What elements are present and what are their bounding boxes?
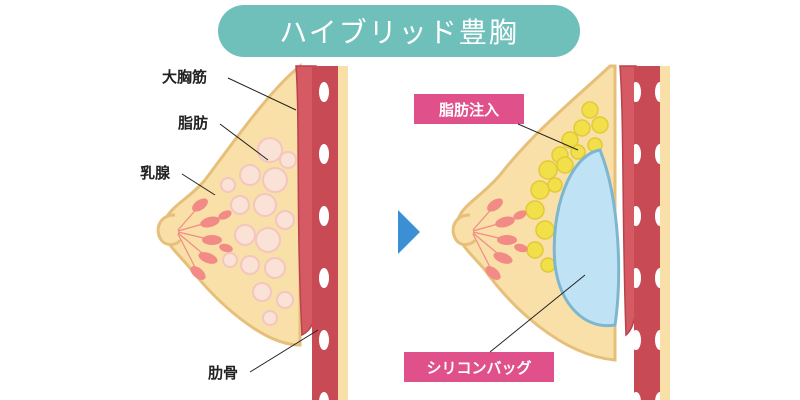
right-silicone-implant	[552, 148, 621, 328]
leader-silicone-bag	[489, 274, 586, 353]
left-breast	[156, 62, 348, 400]
leader-fat	[219, 123, 269, 161]
left-ribs	[312, 66, 340, 400]
label-fat-injection: 脂肪注入	[439, 101, 499, 119]
title-banner: ハイブリッド豊胸	[218, 5, 580, 57]
left-nipple	[156, 213, 182, 247]
right-ribs	[634, 66, 662, 400]
label-fat: 脂肪	[178, 114, 208, 132]
left-back-skin	[338, 66, 348, 400]
label-mammary: 乳腺	[140, 164, 171, 182]
leader-fat-injection	[517, 123, 579, 151]
right-breast	[451, 64, 670, 400]
right-mammary-glands	[485, 198, 528, 280]
leader-pectoralis	[227, 77, 297, 111]
label-pectoralis: 大胸筋	[162, 68, 207, 86]
leader-rib	[249, 329, 319, 373]
label-rib: 肋骨	[208, 364, 238, 382]
left-ducts	[177, 204, 213, 274]
right-injected-fat	[525, 101, 609, 273]
left-fat-cells	[220, 137, 297, 326]
arrow-icon	[398, 210, 420, 254]
label-silicone-bag: シリコンバッグ	[426, 359, 531, 377]
leader-mammary	[181, 173, 216, 196]
right-pectoralis	[619, 65, 637, 337]
silicone-bag-box	[404, 352, 554, 382]
right-ducts	[472, 204, 508, 274]
right-nipple	[451, 213, 477, 247]
fat-injection-box	[414, 94, 524, 124]
right-back-skin	[660, 66, 670, 400]
